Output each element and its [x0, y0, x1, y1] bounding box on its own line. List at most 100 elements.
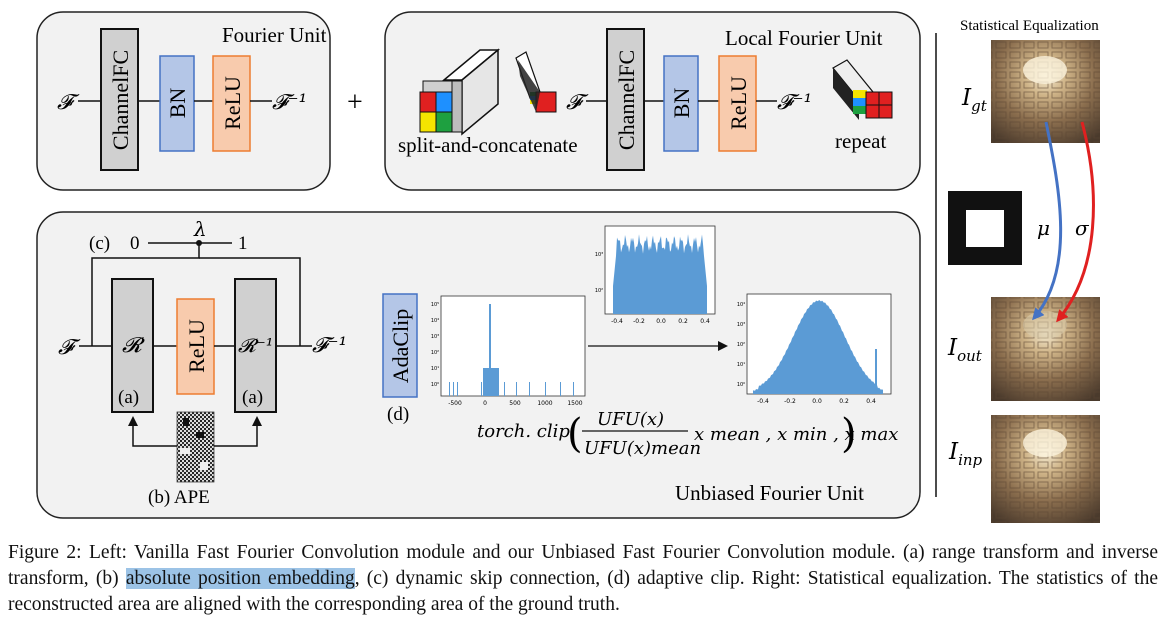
fourier-unit-channelfc-label: ChannelFC — [108, 50, 133, 150]
split-cube-icon — [419, 48, 501, 136]
hist-top-shape — [613, 234, 707, 314]
fourier-unit-relu-block — [212, 55, 251, 152]
local-fourier-unit-bn-label: BN — [669, 88, 694, 119]
plus-sign: + — [347, 87, 363, 118]
caption-part1: Figure 2: Left: Vanilla Fast Fourier Con… — [8, 542, 1158, 589]
adaclip-d: (d) — [387, 404, 409, 425]
figure-caption: Figure 2: Left: Vanilla Fast Fourier Con… — [8, 540, 1158, 618]
mask-icon — [948, 191, 1022, 265]
ufu-f-out: 𝓕⁻¹ — [312, 333, 347, 357]
hist-left-xtick: 0 — [483, 400, 487, 407]
hist-top-xtick: 0.4 — [700, 318, 710, 325]
hist-outlier-bar — [545, 382, 546, 396]
hist-outlier-bar — [504, 382, 505, 396]
mu-label: μ — [1037, 216, 1050, 240]
hist-top-xtick: -0.2 — [633, 318, 645, 325]
hist-left-xtick: 1000 — [537, 400, 552, 407]
caption-highlight: absolute position embedding — [125, 568, 355, 589]
local-fourier-unit-f-out: 𝓕⁻¹ — [777, 90, 812, 114]
hist-right-edge-bar — [875, 349, 877, 394]
local-fourier-unit-channelfc-block — [606, 28, 645, 171]
ape-block — [128, 411, 262, 483]
hist-spike — [489, 304, 491, 396]
hist-right-ytick: 10⁴ — [737, 302, 745, 308]
hist-right-xtick: 0.0 — [812, 398, 822, 405]
inverse-transform-a: (a) — [242, 387, 263, 408]
hist-left-ytick: 10⁴ — [431, 318, 439, 324]
adaclip-block — [382, 293, 418, 398]
hist-right-xtick: -0.2 — [784, 398, 796, 405]
label-i-inp: Iinp — [948, 439, 983, 469]
local-fourier-unit-relu-label: ReLU — [726, 76, 751, 130]
hist-outlier-bar — [449, 382, 450, 396]
formula-numerator: UFU(x) — [597, 409, 664, 430]
hist-top-ytick: 10³ — [595, 252, 603, 258]
unbiased-fourier-unit-title: Unbiased Fourier Unit — [675, 481, 864, 505]
hist-right-xtick: -0.4 — [757, 398, 769, 405]
range-transform-block — [111, 278, 154, 413]
hist-right-ytick: 10³ — [737, 322, 745, 328]
hist-left-xtick: 1500 — [567, 400, 582, 407]
hist-base — [483, 368, 499, 396]
repeat-cube-icon — [832, 59, 893, 120]
statistical-equalization-panel: Statistical Equalization Igt μ σ Iout Ii… — [947, 18, 1100, 523]
hist-left-xtick: -500 — [448, 400, 462, 407]
hist-right-xtick: 0.4 — [866, 398, 876, 405]
hist-right-shape — [753, 300, 883, 394]
hist-left-ytick: 10⁰ — [431, 382, 439, 388]
svg-text:): ) — [841, 411, 857, 457]
figure-2: Fourier Unit 𝓕 ChannelFC BN ReLU 𝓕⁻¹ + L… — [36, 11, 1100, 523]
hist-outlier-bar — [453, 382, 454, 396]
fourier-unit-bn-label: BN — [165, 88, 190, 119]
fourier-unit-f-out: 𝓕⁻¹ — [272, 90, 307, 114]
hist-outlier-bar — [457, 382, 458, 396]
split-bar-icon — [515, 51, 557, 113]
range-transform-label: 𝓡 — [122, 333, 145, 357]
ape-label: (b) APE — [148, 487, 210, 508]
image-inp — [991, 415, 1100, 523]
svg-text:(: ( — [567, 411, 583, 457]
formula-denominator: UFU(x)mean — [584, 438, 701, 459]
dynamic-skip-connection: (c) 0 λ 1 — [89, 217, 301, 346]
hist-left-ytick: 10² — [431, 350, 439, 356]
unbiased-fourier-unit-panel: Unbiased Fourier Unit (c) 0 λ 1 𝓕 𝓡 (a) … — [36, 211, 921, 519]
local-fourier-unit-relu-block — [718, 55, 757, 152]
local-fourier-unit-channelfc-label: ChannelFC — [614, 50, 639, 150]
hist-left-ytick: 10³ — [431, 334, 439, 340]
statistical-equalization-title: Statistical Equalization — [960, 18, 1099, 34]
hist-outlier-bar — [573, 382, 574, 396]
hist-outlier-bar — [529, 382, 530, 396]
adaclip-label: AdaClip — [388, 309, 413, 384]
hist-left-ytick: 10⁵ — [431, 302, 439, 308]
inverse-transform-label: 𝓡⁻¹ — [238, 335, 273, 357]
mu-arrow — [1032, 121, 1063, 321]
hist-top-xtick: 0.0 — [656, 318, 666, 325]
hist-right-xtick: 0.2 — [839, 398, 849, 405]
formula-args: x mean , x min , x max — [694, 424, 898, 445]
skip-zero: 0 — [130, 233, 140, 254]
split-and-concatenate-label: split-and-concatenate — [398, 133, 578, 157]
sigma-label: σ — [1075, 216, 1090, 240]
hist-outlier-bar — [560, 382, 561, 396]
hist-right-ytick: 10¹ — [737, 362, 745, 368]
fourier-unit-title: Fourier Unit — [222, 23, 327, 47]
hist-left-xtick: 500 — [509, 400, 521, 407]
label-i-out: Iout — [947, 335, 983, 365]
repeat-label: repeat — [835, 129, 886, 153]
image-out — [991, 297, 1100, 401]
histogram-top: -0.4 -0.2 0.0 0.2 0.4 10³ 10² — [595, 225, 716, 325]
range-transform-a: (a) — [118, 387, 139, 408]
hist-right-ytick: 10² — [737, 342, 745, 348]
sigma-arrow — [1056, 121, 1095, 323]
fourier-unit-bn-block — [159, 55, 195, 152]
hist-outlier-bar — [516, 382, 517, 396]
fourier-unit-channelfc-block — [100, 28, 139, 171]
hist-top-ytick: 10² — [595, 288, 603, 294]
fourier-unit-relu-label: ReLU — [220, 76, 245, 130]
label-i-gt: Igt — [961, 85, 988, 115]
skip-one: 1 — [238, 233, 248, 254]
hist-top-xtick: -0.4 — [611, 318, 623, 325]
hist-top-xtick: 0.2 — [678, 318, 688, 325]
